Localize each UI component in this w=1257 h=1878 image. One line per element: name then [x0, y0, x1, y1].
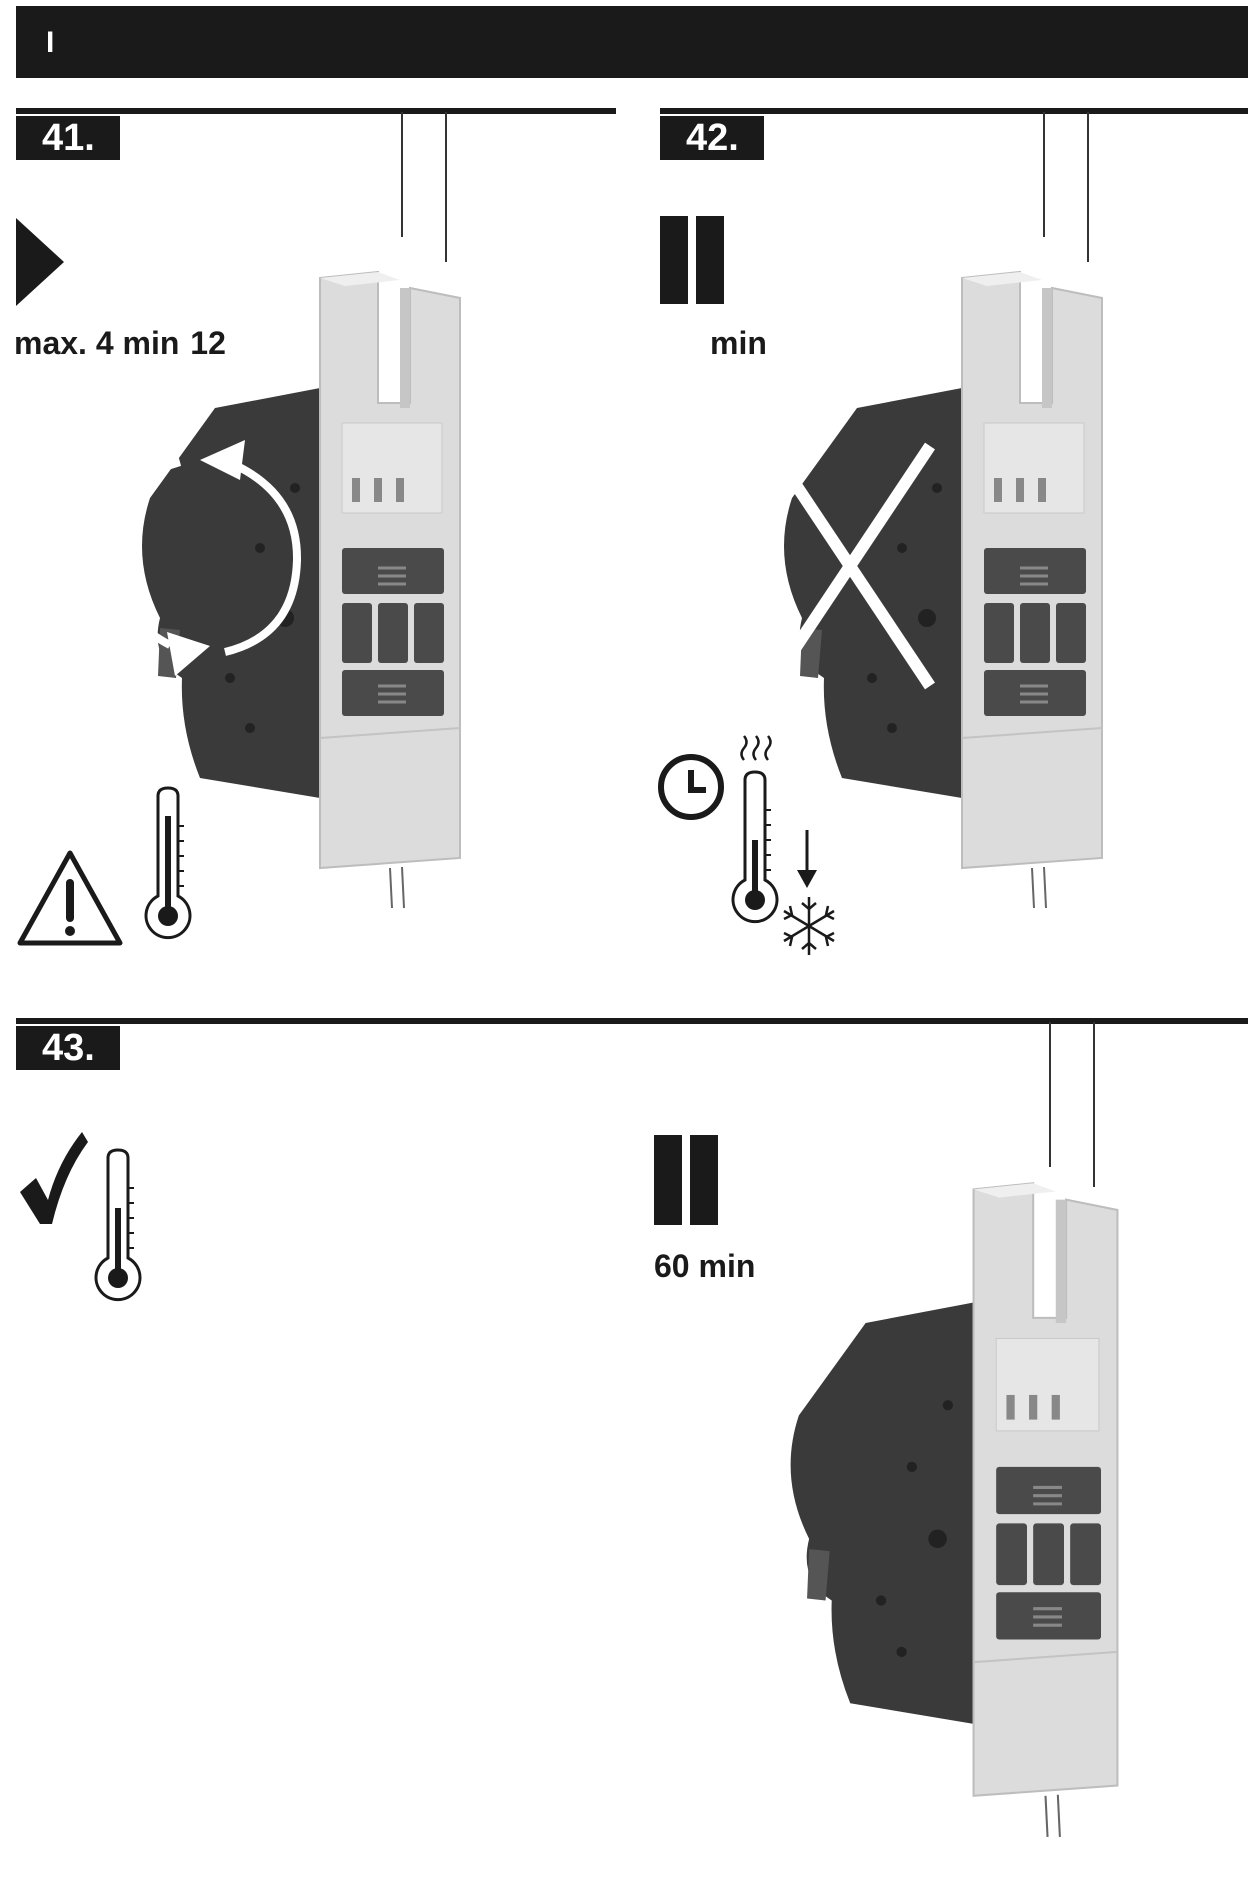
- warning-triangle-icon: [17, 850, 123, 946]
- thermometer-icon-2: [731, 770, 779, 924]
- snowflake-icon: [783, 897, 835, 955]
- play-icon: [16, 218, 64, 306]
- step-41-rule: [16, 108, 616, 114]
- pause-icon-bar-2: [696, 216, 724, 304]
- thermometer-icon-3: [94, 1148, 142, 1302]
- rotation-arrows-icon: [106, 440, 302, 676]
- down-arrow-icon: [797, 830, 817, 888]
- step-42-rule: [660, 108, 1248, 114]
- header-bar: I: [16, 6, 1248, 78]
- step-43-number: 43.: [16, 1026, 120, 1070]
- pause-icon: [660, 216, 688, 304]
- step-41-cords: [401, 112, 447, 262]
- step-43-cords: [1049, 1022, 1095, 1187]
- step-42-cords: [1043, 112, 1089, 262]
- pause-icon-3: [654, 1135, 682, 1225]
- pause-icon-3-bar-2: [690, 1135, 718, 1225]
- cross-icon: [765, 442, 935, 690]
- step-42-number: 42.: [660, 116, 764, 160]
- step-41-duration-text: max. 4 min: [14, 325, 180, 361]
- heat-waves-icon: [740, 735, 772, 761]
- header-title: I: [46, 26, 55, 59]
- step-43-rule: [16, 1018, 1248, 1024]
- thermometer-icon: [144, 786, 192, 940]
- step-41-duration-suffix: 12: [190, 325, 226, 361]
- check-icon: [20, 1132, 88, 1224]
- clock-icon: [658, 754, 724, 820]
- step-41-number: 41.: [16, 116, 120, 160]
- step-43-duration: 60 min: [654, 1248, 756, 1284]
- step-43-device: [789, 1181, 1119, 1839]
- step-41-duration: max. 4 min 12: [14, 325, 226, 362]
- step-42-duration: min: [710, 325, 767, 361]
